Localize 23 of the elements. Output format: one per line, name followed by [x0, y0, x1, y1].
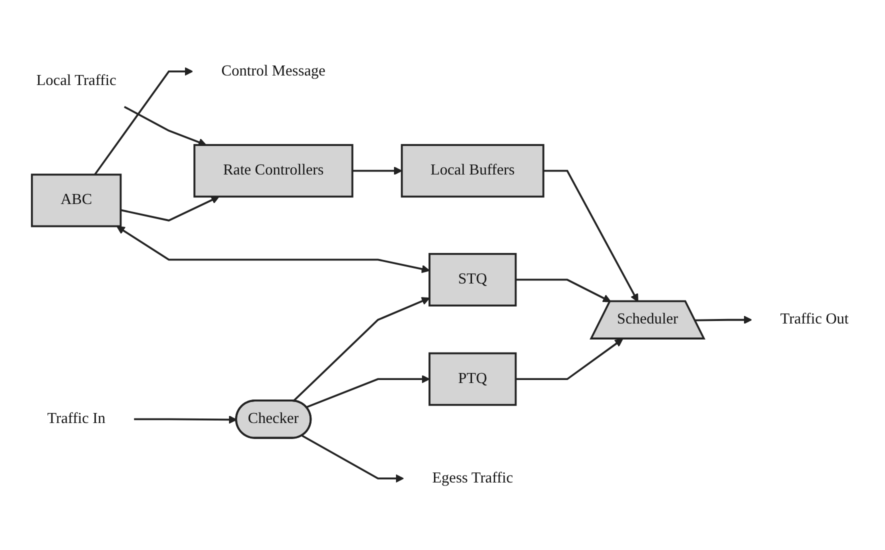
arrow [116, 226, 430, 274]
node-box: ABC [30, 174, 122, 228]
node-text: Local Traffic [36, 72, 116, 89]
arrow [306, 374, 430, 408]
arrow [516, 278, 612, 302]
node-box: Local Buffers [400, 144, 544, 198]
arrow [134, 416, 237, 424]
node-text: Traffic In [47, 410, 106, 427]
arrow [516, 338, 624, 380]
arrow [292, 297, 430, 402]
node-text: Egess Traffic [432, 470, 514, 486]
node-box: STQ [428, 253, 517, 307]
node-box: PTQ [428, 352, 517, 406]
arrow [124, 106, 207, 146]
arrow [695, 316, 752, 324]
arrow [302, 434, 404, 483]
node-box: Rate Controllers [193, 144, 354, 198]
arrow [543, 170, 638, 302]
arrow [120, 196, 220, 222]
node-text: Traffic Out [780, 311, 849, 328]
arrow [94, 67, 194, 176]
arrow [352, 166, 402, 176]
node-text: Control Message [221, 62, 326, 80]
